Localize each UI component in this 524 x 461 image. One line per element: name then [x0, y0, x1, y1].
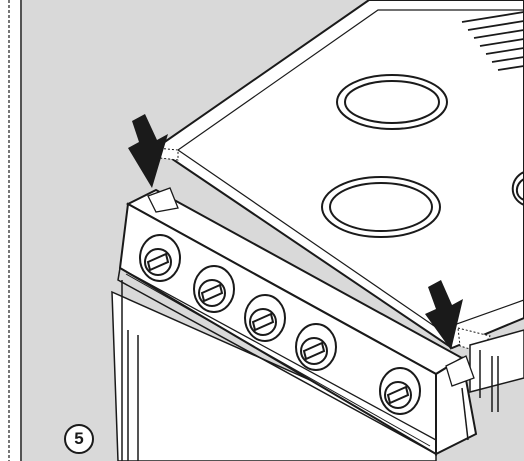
- knob-3: [244, 294, 286, 342]
- vent-slots: [461, 11, 524, 71]
- down-arrows: [128, 114, 463, 350]
- arrow-right: [425, 280, 463, 350]
- step-number-badge: 5: [64, 424, 94, 454]
- knob-2: [193, 265, 235, 313]
- arrow-left: [128, 114, 168, 188]
- control-knobs: [139, 234, 421, 415]
- knob-1: [139, 234, 181, 282]
- knob-4: [295, 323, 337, 371]
- burner-front: [321, 176, 441, 238]
- knob-5: [379, 367, 421, 415]
- burner-rings: [321, 74, 524, 238]
- burner-right-partial: [511, 171, 524, 206]
- cooktop-surface: [154, 0, 524, 353]
- burner-back: [336, 74, 448, 130]
